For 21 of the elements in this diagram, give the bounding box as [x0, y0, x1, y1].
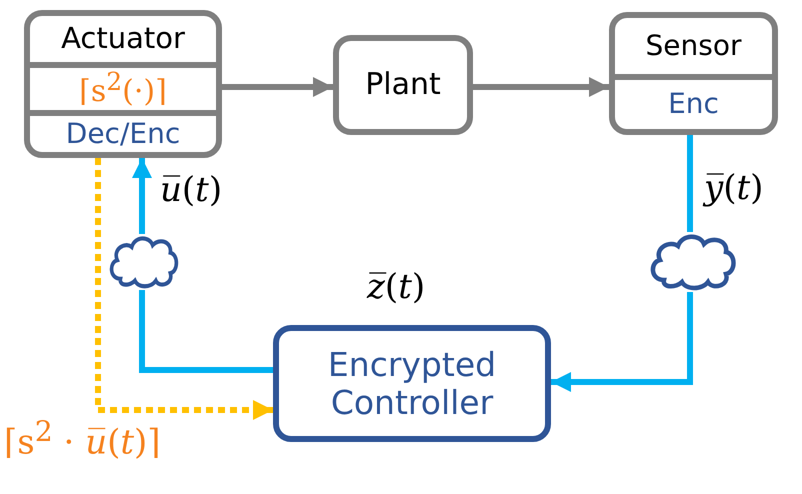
- arrow: [222, 77, 333, 97]
- signal-label: y̅(t): [704, 170, 764, 208]
- actuator-label: Actuator: [60, 20, 186, 58]
- controller-label: Encrypted Controller: [326, 344, 498, 424]
- edge-label: ⌈s$^{2}$ · u̅(t)⌉: [4, 416, 161, 462]
- edge-label: u̅(t): [160, 172, 222, 210]
- sensor-box: [609, 12, 778, 135]
- arrow: [132, 158, 152, 234]
- arrow: [473, 77, 609, 97]
- arrow: [551, 292, 693, 392]
- actuator-box: [24, 10, 222, 158]
- sensor-label: Sensor: [644, 28, 742, 64]
- plant-label: Plant: [364, 66, 442, 104]
- signal-label: z̅(t): [367, 269, 426, 306]
- connector-line: [139, 290, 273, 373]
- encoder-label: Enc: [615, 74, 772, 129]
- connector-line: [687, 135, 693, 232]
- plant-box: [333, 35, 473, 135]
- dotted-arrow: [95, 158, 273, 420]
- codec-label: Dec/Enc: [30, 110, 216, 152]
- quantizer-formula: ⌈s$^{2}$(·)⌉: [30, 62, 216, 110]
